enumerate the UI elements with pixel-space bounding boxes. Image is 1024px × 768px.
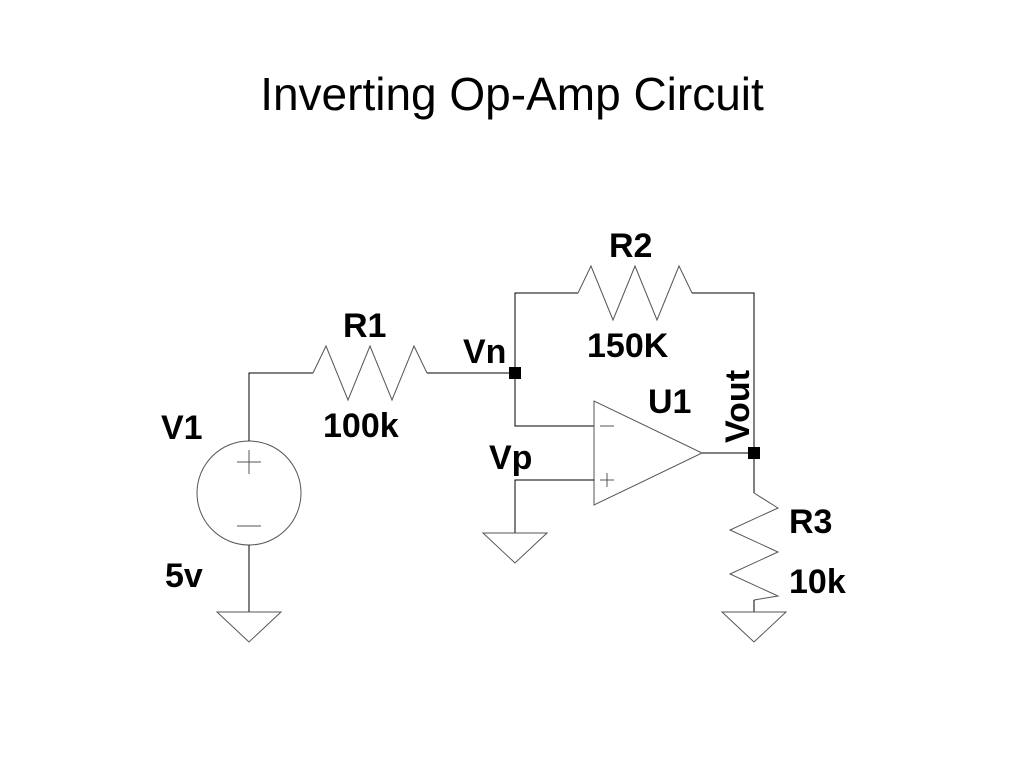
r1-name-label: R1 (343, 307, 386, 345)
r2-value-label: 150K (587, 327, 669, 365)
r3-name-label: R3 (789, 503, 832, 541)
r2-name-label: R2 (609, 227, 652, 265)
u1-op-amp (593, 400, 704, 506)
r1-value-label: 100k (323, 407, 399, 445)
wire-vn-inverting-input (514, 373, 594, 427)
vout-net-label: Vout (719, 370, 757, 443)
ground-symbol-vp (481, 532, 549, 564)
wire-r2-vout (692, 292, 755, 453)
vn-net-label: Vn (463, 333, 506, 371)
r3-value-label: 10k (789, 563, 846, 601)
v1-value-label: 5v (165, 557, 203, 595)
wire-vp-ground (514, 479, 594, 533)
vp-net-label: Vp (489, 439, 532, 477)
ground-symbol-r3 (720, 611, 788, 643)
u1-name-label: U1 (648, 383, 691, 421)
r3-resistor (728, 492, 780, 601)
diagram-title: Inverting Op-Amp Circuit (260, 68, 764, 120)
v1-name-label: V1 (161, 409, 203, 447)
r2-resistor (577, 264, 693, 322)
r1-resistor (312, 344, 428, 402)
wire-vn-r2 (514, 292, 578, 373)
v1-voltage-source (196, 440, 302, 546)
ground-symbol-v1 (215, 611, 283, 643)
wire-v1-r1 (248, 372, 313, 441)
